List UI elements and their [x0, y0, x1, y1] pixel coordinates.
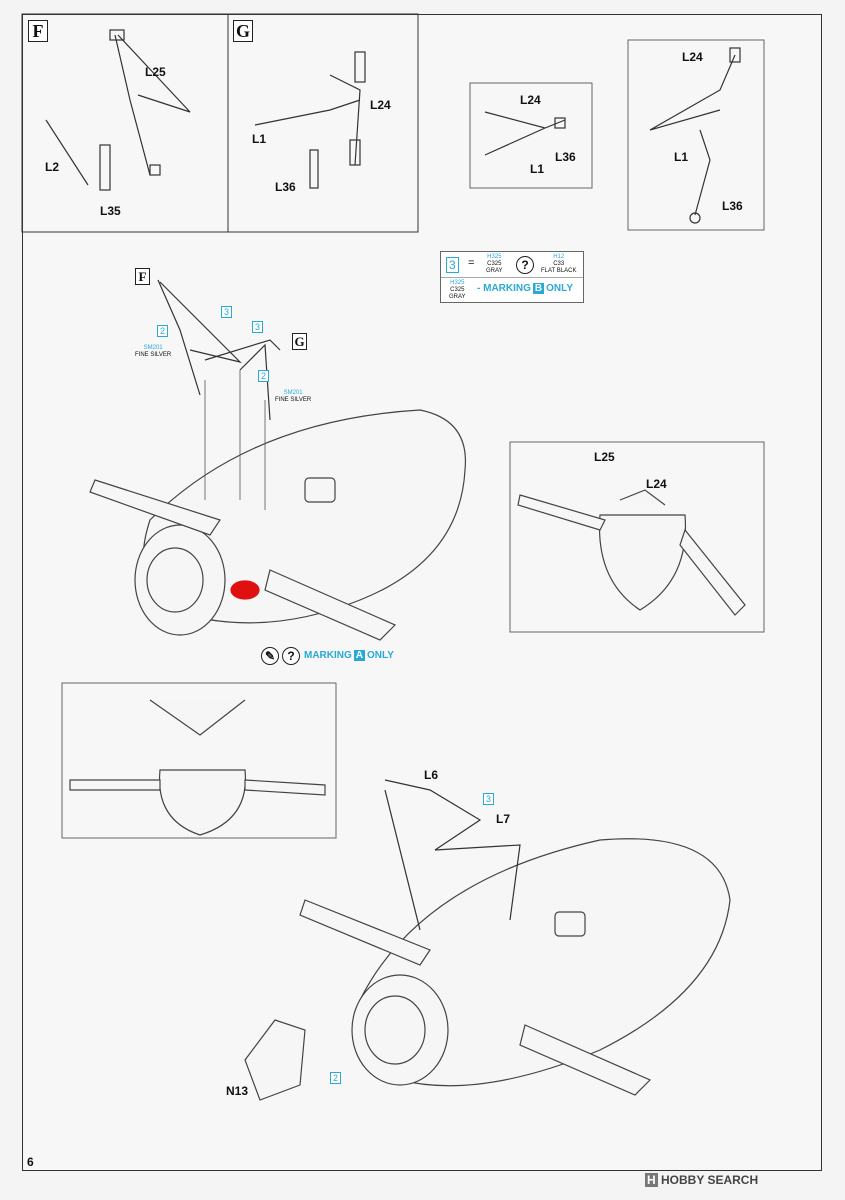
- fuselage-drawing-1: [89, 409, 467, 641]
- detail-panel-3: [509, 441, 765, 633]
- step-f-ref: F: [135, 268, 150, 285]
- legend-color-a: H325 C325 GRAY: [486, 254, 503, 274]
- step-fg-frame: [21, 13, 419, 233]
- label-l2: L2: [45, 160, 60, 174]
- part-g-drawing: [254, 51, 366, 189]
- red-marking: [230, 580, 260, 600]
- label-l6: L6: [424, 768, 439, 782]
- detail-panel-2: [627, 39, 765, 231]
- fuselage-drawing-2: [244, 838, 731, 1101]
- legend-equals: =: [468, 257, 475, 269]
- label-l24-d1: L24: [520, 93, 541, 107]
- fine-silver-note-2: SM201 FINE SILVER: [275, 390, 312, 403]
- label-l24-d3: L24: [646, 477, 667, 491]
- label-l25: L25: [145, 65, 166, 79]
- label-l24-g: L24: [370, 98, 391, 112]
- color-callout-2b: 2: [258, 370, 270, 382]
- question-icon-2: ?: [282, 647, 300, 665]
- label-l35: L35: [100, 204, 121, 218]
- label-l1-d2: L1: [674, 150, 689, 164]
- label-l7: L7: [496, 812, 511, 826]
- label-l25-d3: L25: [594, 450, 615, 464]
- color-callout-3b: 3: [252, 321, 264, 333]
- legend-number: 3: [446, 257, 459, 273]
- detail-panel-4: [61, 682, 337, 839]
- color-legend: 3 = H325 C325 GRAY ? H12 C33 FLAT BLACK …: [440, 251, 584, 303]
- question-icon: ?: [516, 256, 534, 274]
- color-callout-3c: 3: [483, 793, 495, 805]
- fine-silver-note-1: SM201 FINE SILVER: [135, 345, 172, 358]
- legend-color-b: H12 C33 FLAT BLACK: [541, 254, 577, 274]
- label-l36-g: L36: [275, 180, 296, 194]
- legend-color-c: H325 C325 GRAY: [449, 280, 466, 300]
- part-f-drawing: [45, 29, 191, 191]
- brush-icon: ✎: [261, 647, 279, 665]
- label-l1-d1: L1: [530, 162, 545, 176]
- color-callout-3a: 3: [221, 306, 233, 318]
- page-number: 6: [27, 1155, 34, 1169]
- watermark: H HOBBY SEARCH: [645, 1173, 759, 1187]
- label-l1-g: L1: [252, 132, 267, 146]
- color-callout-2a: 2: [157, 325, 169, 337]
- detail-panel-1: [469, 82, 593, 189]
- step-g-ref: G: [292, 333, 307, 350]
- label-l24-d2: L24: [682, 50, 703, 64]
- label-n13: N13: [226, 1084, 249, 1098]
- label-l36-d2: L36: [722, 199, 743, 213]
- step-g-box: G: [233, 20, 253, 42]
- color-callout-2c: 2: [330, 1072, 342, 1084]
- label-l36-d1: L36: [555, 150, 576, 164]
- step-f-box: F: [28, 20, 48, 42]
